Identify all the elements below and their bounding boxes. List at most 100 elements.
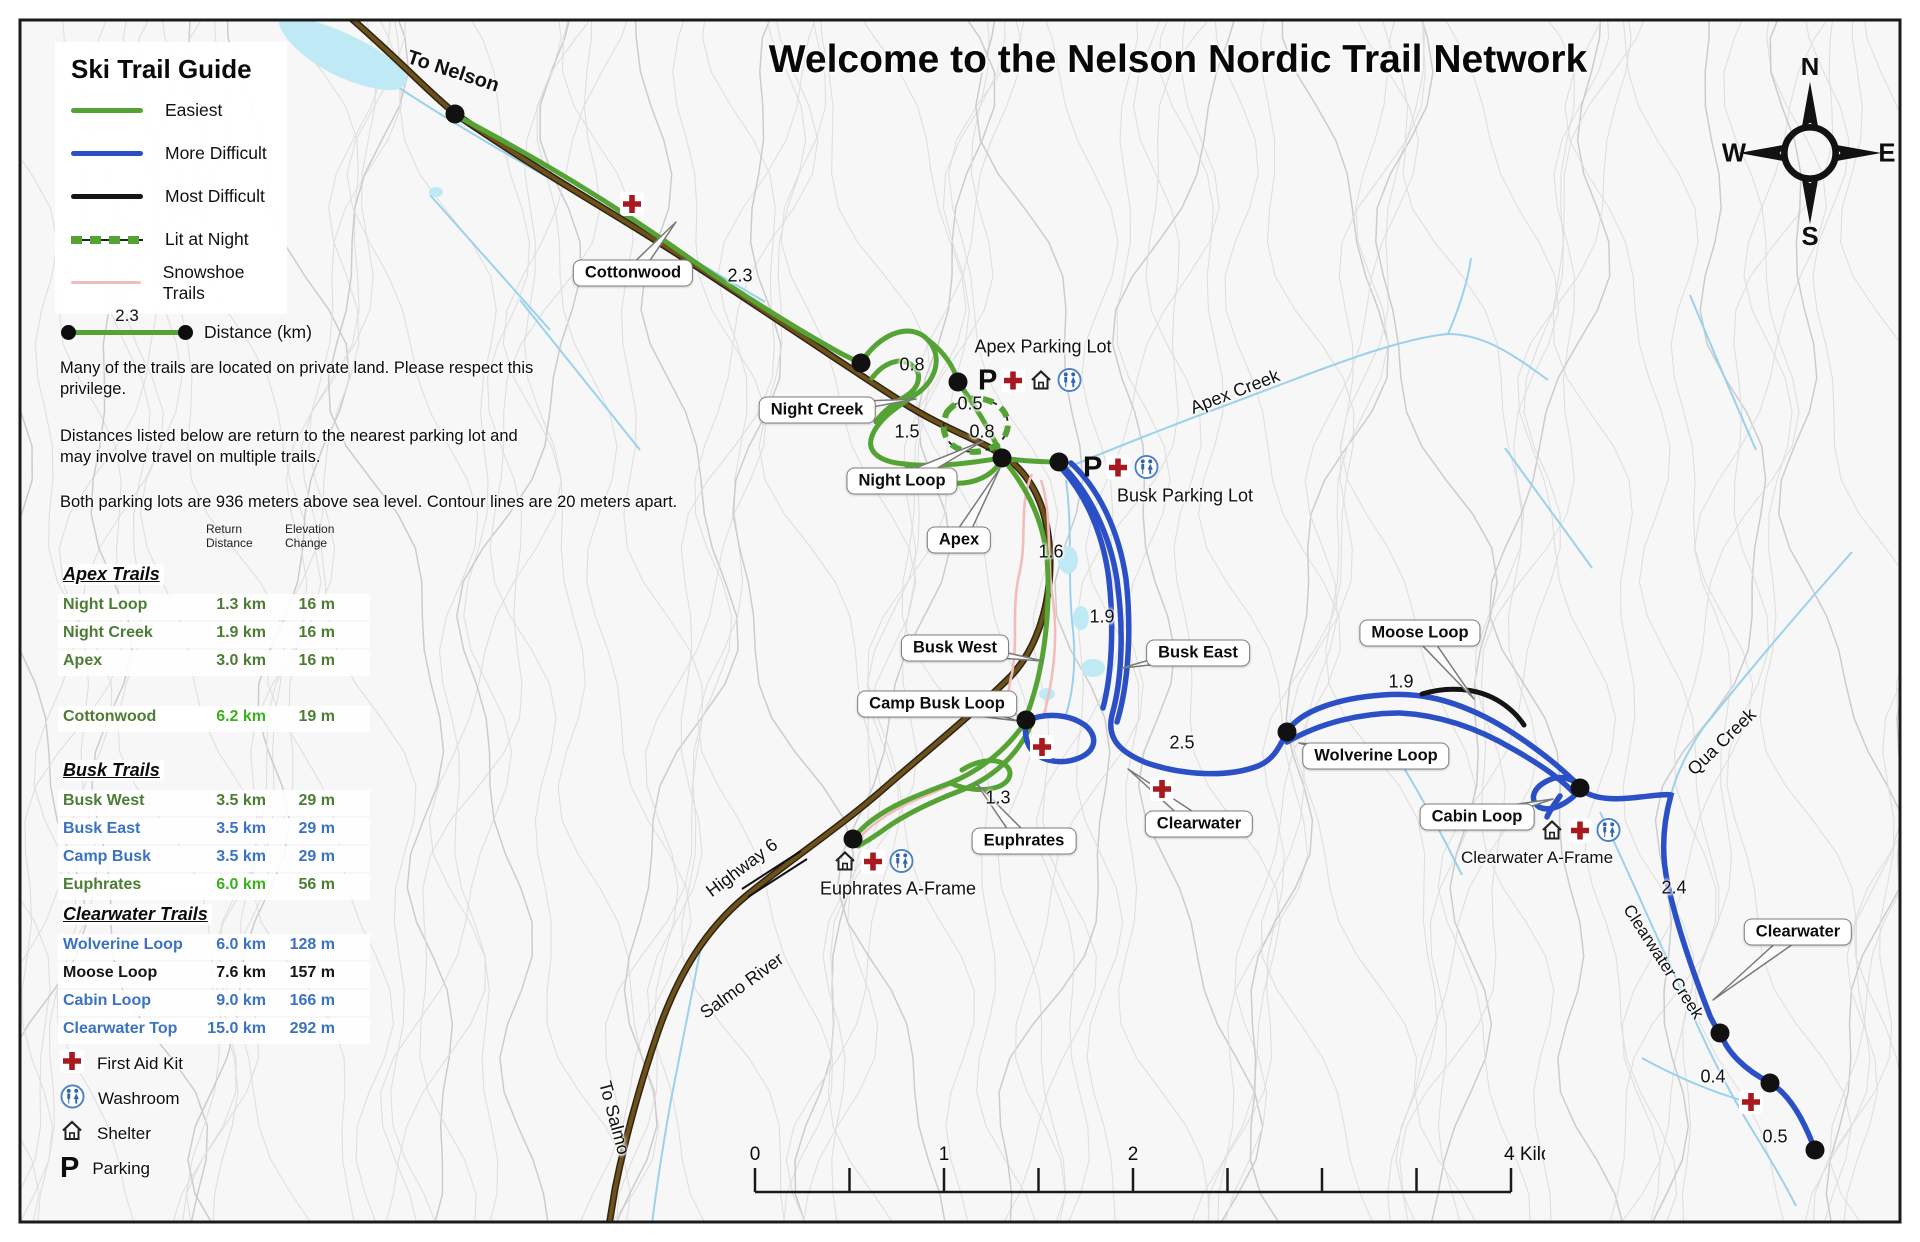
trail-name: Euphrates: [63, 876, 142, 893]
contour-line: [1652, 21, 1767, 1221]
trail-elevation: 16 m: [298, 652, 335, 669]
legend-item-label: Most Difficult: [165, 186, 265, 206]
map-note-3: Both parking lots are 936 meters above s…: [60, 493, 678, 511]
trail-node: [851, 353, 871, 373]
contour-line: [380, 21, 513, 1221]
contour-line: [1564, 21, 1720, 1221]
contour-line: [1414, 21, 1560, 1221]
table-row-night-loop: Night Loop 1.3 km 16 m: [58, 594, 370, 620]
contour-line: [1853, 837, 1899, 1073]
trail-distance: 3.5 km: [216, 848, 266, 865]
lit-at-night-trail: [940, 395, 1011, 455]
contour-line: [21, 899, 51, 1190]
contour-line: [489, 21, 632, 1221]
legend-item-label: More Difficult: [165, 143, 267, 163]
parking-icon: P: [60, 1151, 80, 1184]
legend-line-easiest: [71, 108, 143, 113]
trail-elevation: 166 m: [289, 992, 335, 1009]
contour-line: [1249, 21, 1390, 1221]
contour-line: [1517, 21, 1678, 1221]
contour-line: [1805, 21, 1899, 1221]
trail-distance: 1.3 km: [216, 596, 266, 613]
trail-name: Cabin Loop: [63, 992, 151, 1009]
trail-name: Night Creek: [63, 624, 153, 641]
trail-name: Night Loop: [63, 596, 148, 613]
trail-node: [1277, 722, 1297, 742]
legend-title: Ski Trail Guide: [71, 54, 252, 84]
contour-line: [1693, 21, 1827, 1221]
contour-line: [827, 21, 967, 1221]
trail-elevation: 157 m: [289, 964, 335, 981]
trail-node: [1570, 778, 1590, 798]
trail-node: [992, 448, 1012, 468]
trail-distance: 3.5 km: [216, 792, 266, 809]
legend-line-more-difficult: [71, 151, 143, 156]
contour-line: [1085, 21, 1220, 1221]
shelter-icon: [62, 1120, 82, 1140]
legend-item-easiest: Easiest: [55, 89, 287, 132]
contour-line: [1325, 21, 1438, 1221]
contour-line: [428, 21, 562, 1221]
table-section-clearwater-trails: Clearwater Trails: [63, 904, 212, 925]
contour-line: [456, 21, 582, 1221]
trail-node: [1016, 710, 1036, 730]
trail-elevation: 29 m: [298, 820, 335, 837]
distance-legend-item: 2.3 Distance (km): [61, 306, 312, 343]
legend-item-snowshoe-trails: Snowshoe Trails: [55, 261, 287, 304]
contour-line: [1552, 21, 1695, 1221]
contour-line: [1375, 21, 1498, 1221]
trail-node: [843, 829, 863, 849]
contour-line: [1399, 21, 1525, 1221]
trail-elevation: 19 m: [298, 708, 335, 725]
trail-node: [1049, 452, 1069, 472]
symbol-legend-shelter: Shelter: [60, 1116, 183, 1151]
washroom-icon: [60, 1084, 85, 1108]
trail-name: Camp Busk: [63, 848, 152, 865]
distance-nodes: [445, 104, 1825, 1160]
symbol-label: Shelter: [97, 1123, 151, 1143]
contour-line: [1035, 21, 1171, 1221]
contour-line: [867, 21, 1006, 1221]
table-section-busk-trails: Busk Trails: [63, 760, 164, 781]
contour-line: [1480, 21, 1610, 1221]
trail-distance: 6.0 km: [216, 936, 266, 953]
contour-line: [901, 21, 1036, 1221]
trail-name: Busk East: [63, 820, 141, 837]
legend-line-most-difficult: [71, 194, 143, 199]
table-section-apex-trails: Apex Trails: [63, 564, 164, 585]
contour-line: [1726, 21, 1852, 1221]
scale-label: 0: [750, 1144, 761, 1165]
legend-item-most-difficult: Most Difficult: [55, 175, 287, 218]
legend-line-snowshoe: [71, 281, 141, 284]
legend-line-lit: [71, 234, 143, 245]
trail-name: Cottonwood: [63, 708, 157, 725]
contour-line: [914, 21, 1067, 1221]
map-note-2: Distances listed below are return to the…: [60, 427, 518, 467]
trail-elevation: 29 m: [298, 792, 335, 809]
page-title: Welcome to the Nelson Nordic Trail Netwo…: [768, 38, 1588, 81]
contour-line: [1207, 21, 1355, 1221]
contour-line: [561, 21, 704, 1221]
most-difficult-trail: [1419, 686, 1527, 728]
table-row-cabin-loop: Cabin Loop 9.0 km 166 m: [58, 990, 370, 1016]
contour-line: [975, 21, 1111, 1221]
symbol-label: Washroom: [98, 1088, 180, 1108]
legend-item-label: Snowshoe Trails: [162, 261, 245, 303]
legend-item-more-difficult: More Difficult: [55, 132, 287, 175]
first-aid-icon: [60, 1049, 84, 1073]
trail-elevation: 292 m: [289, 1020, 335, 1037]
map-note-1: Many of the trails are located on privat…: [60, 359, 534, 399]
contour-line: [1111, 21, 1264, 1221]
trail-distance: 9.0 km: [216, 992, 266, 1009]
contour-line: [785, 21, 931, 1221]
trail-elevation: 16 m: [298, 596, 335, 613]
